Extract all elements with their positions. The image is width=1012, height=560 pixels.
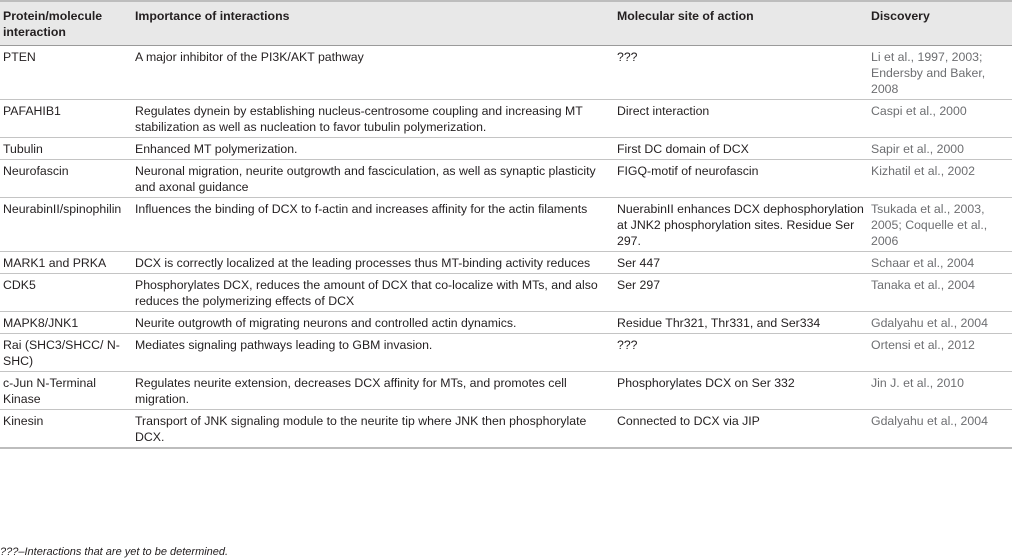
cell-discovery: Gdalyahu et al., 2004 <box>868 311 1012 334</box>
cell-discovery: Schaar et al., 2004 <box>868 251 1012 274</box>
header-discovery: Discovery <box>868 1 1012 46</box>
cell-discovery: Sapir et al., 2000 <box>868 137 1012 160</box>
cell-protein: NeurabinII/spinophilin <box>0 197 132 252</box>
cell-importance: A major inhibitor of the PI3K/AKT pathwa… <box>132 45 614 100</box>
cell-site: ??? <box>614 333 868 372</box>
cell-importance: Regulates dynein by establishing nucleus… <box>132 99 614 138</box>
table-row: PAFAHIB1 Regulates dynein by establishin… <box>0 99 1012 138</box>
cell-importance: Neurite outgrowth of migrating neurons a… <box>132 311 614 334</box>
cell-site: Ser 447 <box>614 251 868 274</box>
cell-discovery: Caspi et al., 2000 <box>868 99 1012 138</box>
cell-importance: Regulates neurite extension, decreases D… <box>132 371 614 410</box>
cell-site: First DC domain of DCX <box>614 137 868 160</box>
cell-importance: Mediates signaling pathways leading to G… <box>132 333 614 372</box>
cell-protein: Rai (SHC3/SHCC/ N-SHC) <box>0 333 132 372</box>
interactions-table: Protein/molecule interaction Importance … <box>0 1 1012 449</box>
cell-discovery: Li et al., 1997, 2003; Endersby and Bake… <box>868 45 1012 100</box>
cell-discovery: Gdalyahu et al., 2004 <box>868 409 1012 449</box>
table-row: c-Jun N-Terminal Kinase Regulates neurit… <box>0 371 1012 410</box>
cell-protein: c-Jun N-Terminal Kinase <box>0 371 132 410</box>
cell-protein: MARK1 and PRKA <box>0 251 132 274</box>
cell-importance: Transport of JNK signaling module to the… <box>132 409 614 449</box>
header-protein: Protein/molecule interaction <box>0 1 132 46</box>
cell-protein: Tubulin <box>0 137 132 160</box>
table-row: MARK1 and PRKA DCX is correctly localize… <box>0 251 1012 274</box>
cell-protein: PTEN <box>0 45 132 100</box>
header-site: Molecular site of action <box>614 1 868 46</box>
table-row: Neurofascin Neuronal migration, neurite … <box>0 159 1012 198</box>
table-footnote: ???–Interactions that are yet to be dete… <box>0 546 229 558</box>
table-row: PTEN A major inhibitor of the PI3K/AKT p… <box>0 45 1012 100</box>
cell-importance: Influences the binding of DCX to f-actin… <box>132 197 614 252</box>
table-row: Tubulin Enhanced MT polymerization. Firs… <box>0 137 1012 160</box>
cell-site: Phosphorylates DCX on Ser 332 <box>614 371 868 410</box>
cell-importance: DCX is correctly localized at the leadin… <box>132 251 614 274</box>
table-row: Rai (SHC3/SHCC/ N-SHC) Mediates signalin… <box>0 333 1012 372</box>
cell-site: Connected to DCX via JIP <box>614 409 868 449</box>
cell-site: Residue Thr321, Thr331, and Ser334 <box>614 311 868 334</box>
cell-discovery: Kizhatil et al., 2002 <box>868 159 1012 198</box>
table-row: MAPK8/JNK1 Neurite outgrowth of migratin… <box>0 311 1012 334</box>
header-row: Protein/molecule interaction Importance … <box>0 1 1012 46</box>
cell-importance: Phosphorylates DCX, reduces the amount o… <box>132 273 614 312</box>
cell-protein: Kinesin <box>0 409 132 449</box>
table-row: Kinesin Transport of JNK signaling modul… <box>0 409 1012 449</box>
cell-protein: Neurofascin <box>0 159 132 198</box>
cell-site: ??? <box>614 45 868 100</box>
cell-site: FIGQ-motif of neurofascin <box>614 159 868 198</box>
cell-site: Direct interaction <box>614 99 868 138</box>
cell-site: Ser 297 <box>614 273 868 312</box>
cell-discovery: Ortensi et al., 2012 <box>868 333 1012 372</box>
cell-discovery: Tsukada et al., 2003, 2005; Coquelle et … <box>868 197 1012 252</box>
cell-importance: Neuronal migration, neurite outgrowth an… <box>132 159 614 198</box>
cell-importance: Enhanced MT polymerization. <box>132 137 614 160</box>
table-row: CDK5 Phosphorylates DCX, reduces the amo… <box>0 273 1012 312</box>
cell-protein: CDK5 <box>0 273 132 312</box>
table-row: NeurabinII/spinophilin Influences the bi… <box>0 197 1012 252</box>
cell-discovery: Jin J. et al., 2010 <box>868 371 1012 410</box>
cell-protein: MAPK8/JNK1 <box>0 311 132 334</box>
cell-protein: PAFAHIB1 <box>0 99 132 138</box>
header-importance: Importance of interactions <box>132 1 614 46</box>
cell-site: NuerabinII enhances DCX dephosphorylatio… <box>614 197 868 252</box>
cell-discovery: Tanaka et al., 2004 <box>868 273 1012 312</box>
